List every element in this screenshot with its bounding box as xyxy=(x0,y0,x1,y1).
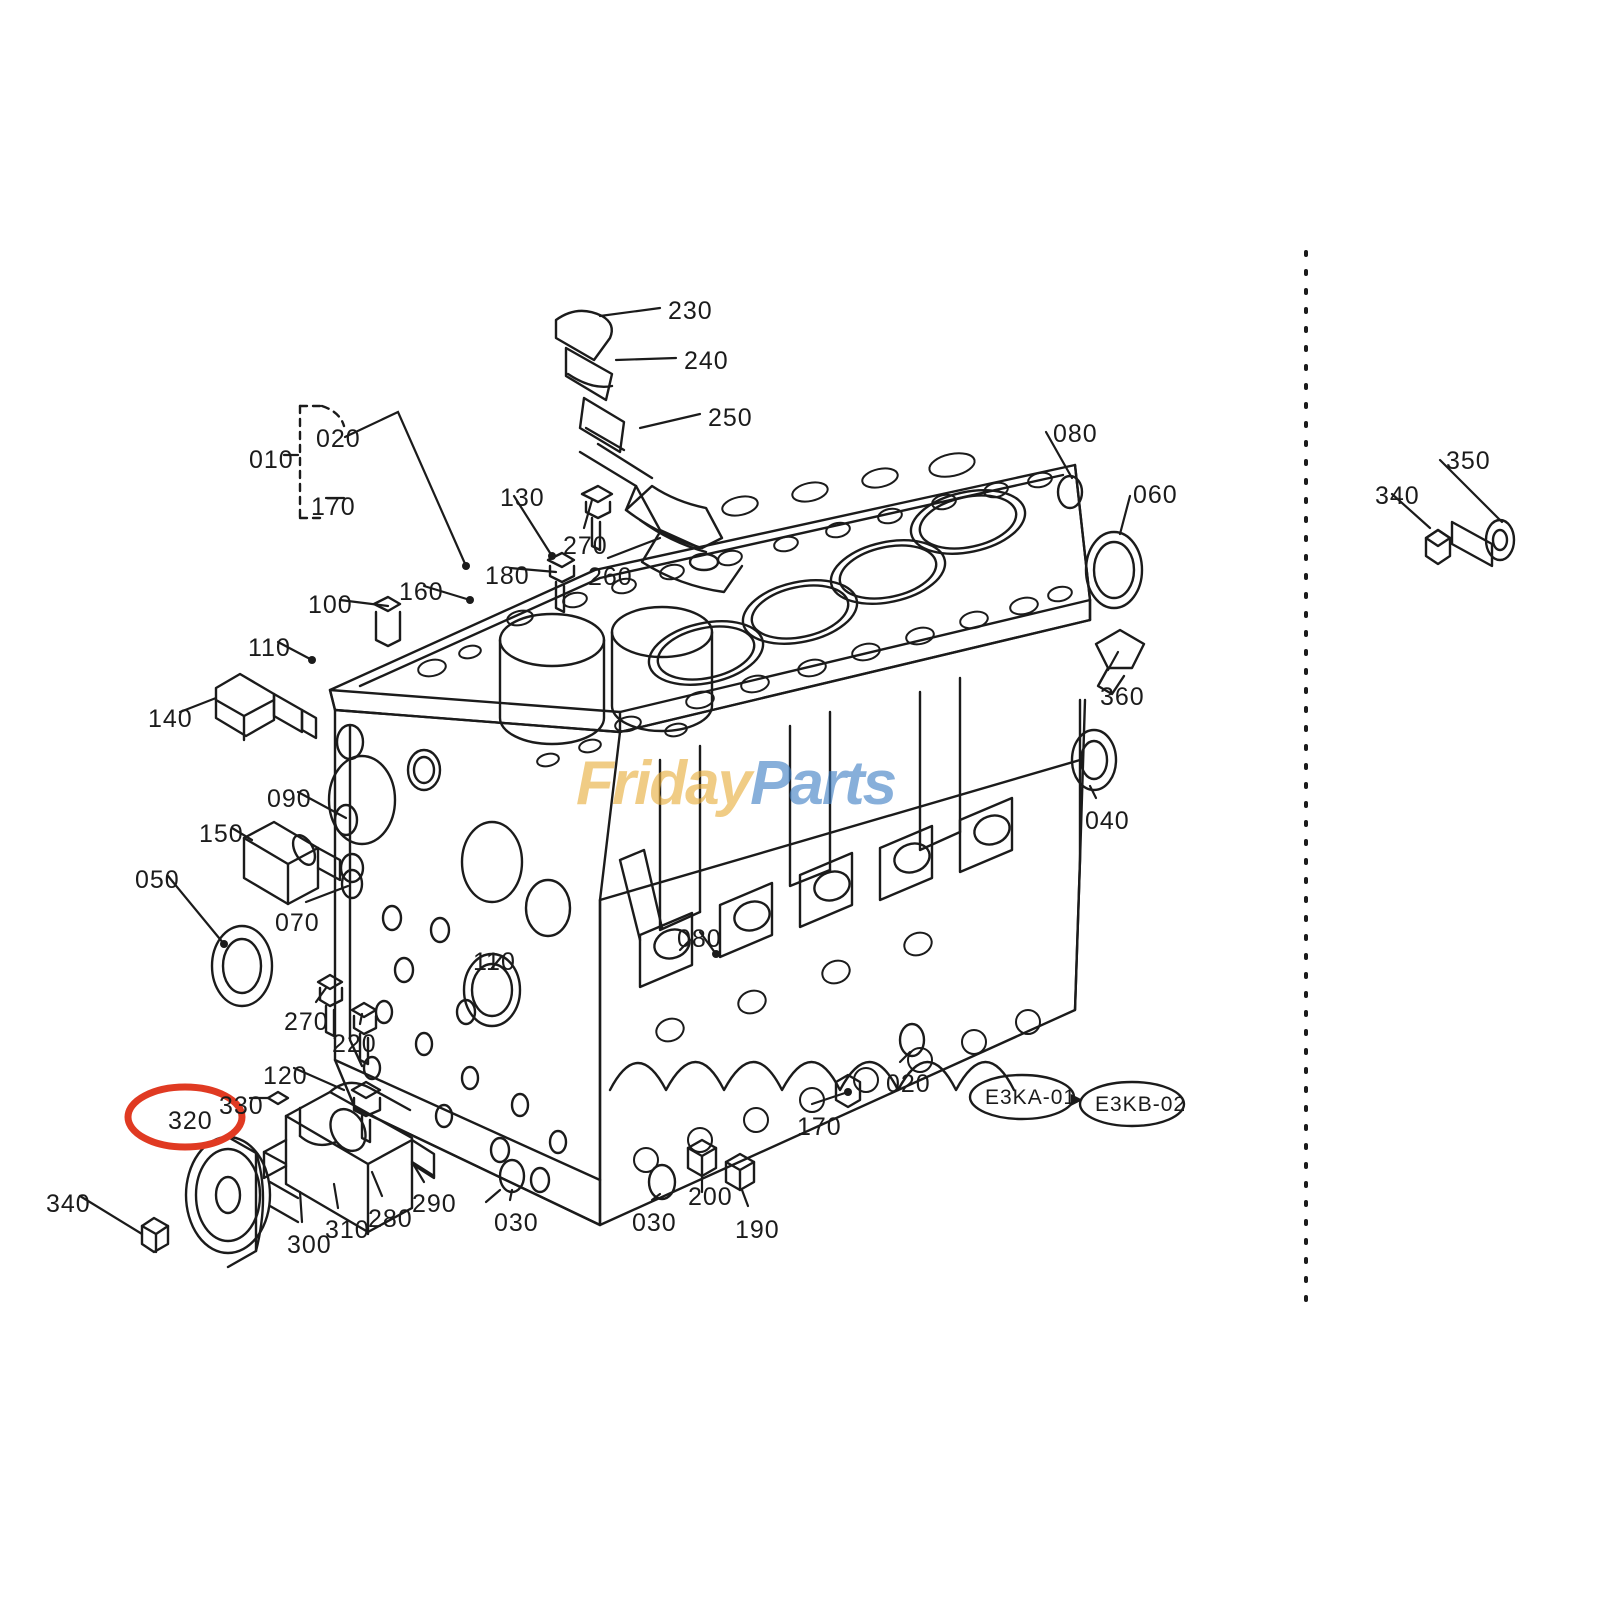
callout-110-lower: 110 xyxy=(473,948,516,976)
callout-070: 070 xyxy=(275,909,320,937)
callout-110-upper: 110 xyxy=(248,634,291,662)
callout-030-right: 030 xyxy=(632,1209,677,1237)
watermark-brand-second: Parts xyxy=(750,749,897,818)
callout-270-top: 270 xyxy=(563,532,608,560)
callout-320-highlighted: 320 xyxy=(168,1107,213,1135)
callout-190: 190 xyxy=(735,1216,780,1244)
callout-040: 040 xyxy=(1085,807,1130,835)
callout-200: 200 xyxy=(688,1183,733,1211)
callout-180: 180 xyxy=(485,562,530,590)
badge-label-right: E3KB-02 xyxy=(1095,1093,1187,1116)
callout-060: 060 xyxy=(1133,481,1178,509)
callout-170-lower: 170 xyxy=(797,1113,842,1141)
callout-170-top: 170 xyxy=(311,493,356,521)
callout-220: 220 xyxy=(332,1030,377,1058)
callout-290: 290 xyxy=(412,1190,457,1218)
callout-340-left: 340 xyxy=(46,1190,91,1218)
callout-010: 010 xyxy=(249,446,294,474)
callout-340-right: 340 xyxy=(1375,482,1420,510)
callout-140: 140 xyxy=(148,705,193,733)
watermark: FridayParts xyxy=(576,748,1046,818)
callout-150: 150 xyxy=(199,820,244,848)
callout-090: 090 xyxy=(267,785,312,813)
highlight-ellipse-320 xyxy=(124,1083,246,1151)
callout-260: 260 xyxy=(588,563,633,591)
callout-280: 280 xyxy=(368,1205,413,1233)
callout-270-lower: 270 xyxy=(284,1008,329,1036)
callout-130: 130 xyxy=(500,484,545,512)
callout-020-top: 020 xyxy=(316,425,361,453)
callout-100: 100 xyxy=(308,591,353,619)
callout-240: 240 xyxy=(684,347,729,375)
callout-030-left: 030 xyxy=(494,1209,539,1237)
callout-080-top: 080 xyxy=(1053,420,1098,448)
watermark-brand-first: Friday xyxy=(576,749,752,818)
callout-120: 120 xyxy=(263,1062,308,1090)
callout-020-lower: 020 xyxy=(886,1070,931,1098)
callout-230: 230 xyxy=(668,297,713,325)
callout-050: 050 xyxy=(135,866,180,894)
callout-250: 250 xyxy=(708,404,753,432)
callout-330: 330 xyxy=(219,1092,264,1120)
callout-310: 310 xyxy=(325,1216,370,1244)
callout-160: 160 xyxy=(399,578,444,606)
callout-360: 360 xyxy=(1100,683,1145,711)
callout-080-mid: 080 xyxy=(677,925,722,953)
badge-label-left: E3KA-01 xyxy=(985,1086,1077,1109)
callout-300: 300 xyxy=(287,1231,332,1259)
callout-350: 350 xyxy=(1446,447,1491,475)
